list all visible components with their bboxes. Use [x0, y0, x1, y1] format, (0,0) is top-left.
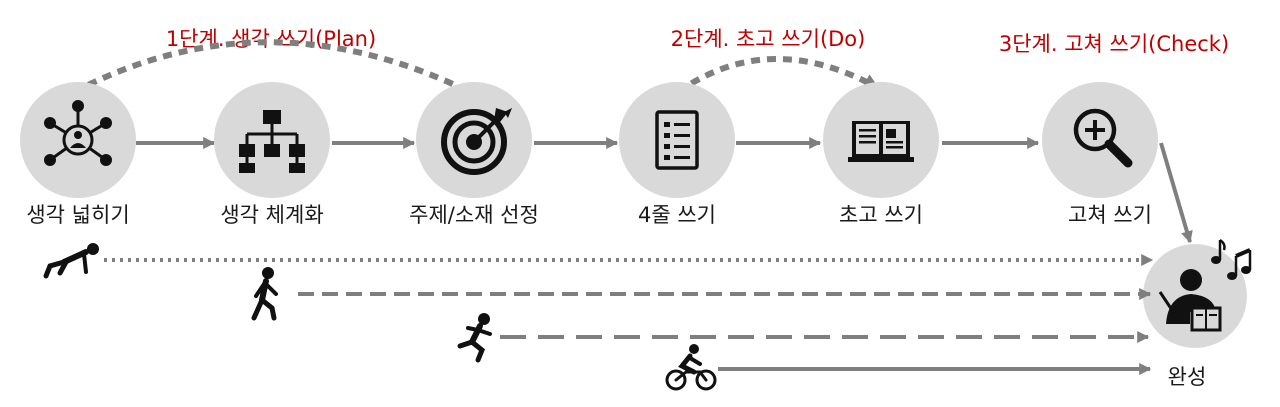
node-circle — [619, 82, 735, 198]
presenter-with-music-icon — [1158, 238, 1252, 332]
node-circle — [1042, 82, 1158, 198]
pace-row-3 — [457, 313, 1150, 363]
step-node-3: 주제/소재 선정 — [409, 82, 539, 227]
open-book-icon — [848, 121, 914, 162]
step-label-5: 초고 쓰기 — [839, 203, 923, 227]
step-label-2: 생각 체계화 — [220, 203, 323, 227]
do-stage-arc — [676, 56, 880, 95]
crouch-start-runner-icon — [43, 243, 99, 279]
magnifier-plus-icon — [1073, 108, 1133, 168]
stage-title-check: 3단계. 고쳐 쓰기(Check) — [999, 32, 1229, 56]
network-icon — [44, 100, 112, 166]
target-icon — [441, 108, 512, 175]
completion-label: 완성 — [1168, 365, 1207, 389]
stage-title-do: 2단계. 초고 쓰기(Do) — [671, 27, 866, 51]
step-label-6: 고쳐 쓰기 — [1068, 203, 1152, 227]
running-person-icon — [457, 313, 492, 363]
completion-node: 완성 — [1143, 238, 1252, 389]
step-label-4: 4줄 쓰기 — [638, 203, 716, 227]
step-node-4: 4줄 쓰기 — [619, 82, 735, 227]
step-node-1: 생각 넓히기 — [20, 82, 136, 227]
step-label-1: 생각 넓히기 — [26, 203, 129, 227]
step-node-6: 고쳐 쓰기 — [1042, 82, 1158, 227]
cyclist-icon — [665, 344, 717, 391]
hierarchy-icon — [239, 110, 305, 173]
step-label-3: 주제/소재 선정 — [409, 203, 539, 227]
list-document-icon — [655, 110, 699, 170]
pace-row-1 — [43, 243, 1154, 279]
step-node-5: 초고 쓰기 — [823, 82, 939, 227]
step-node-2: 생각 체계화 — [214, 82, 330, 227]
pace-row-4 — [665, 344, 1152, 391]
to-completion-arrow — [1159, 142, 1193, 244]
pace-row-2 — [251, 267, 1152, 321]
walking-person-icon — [251, 267, 278, 321]
